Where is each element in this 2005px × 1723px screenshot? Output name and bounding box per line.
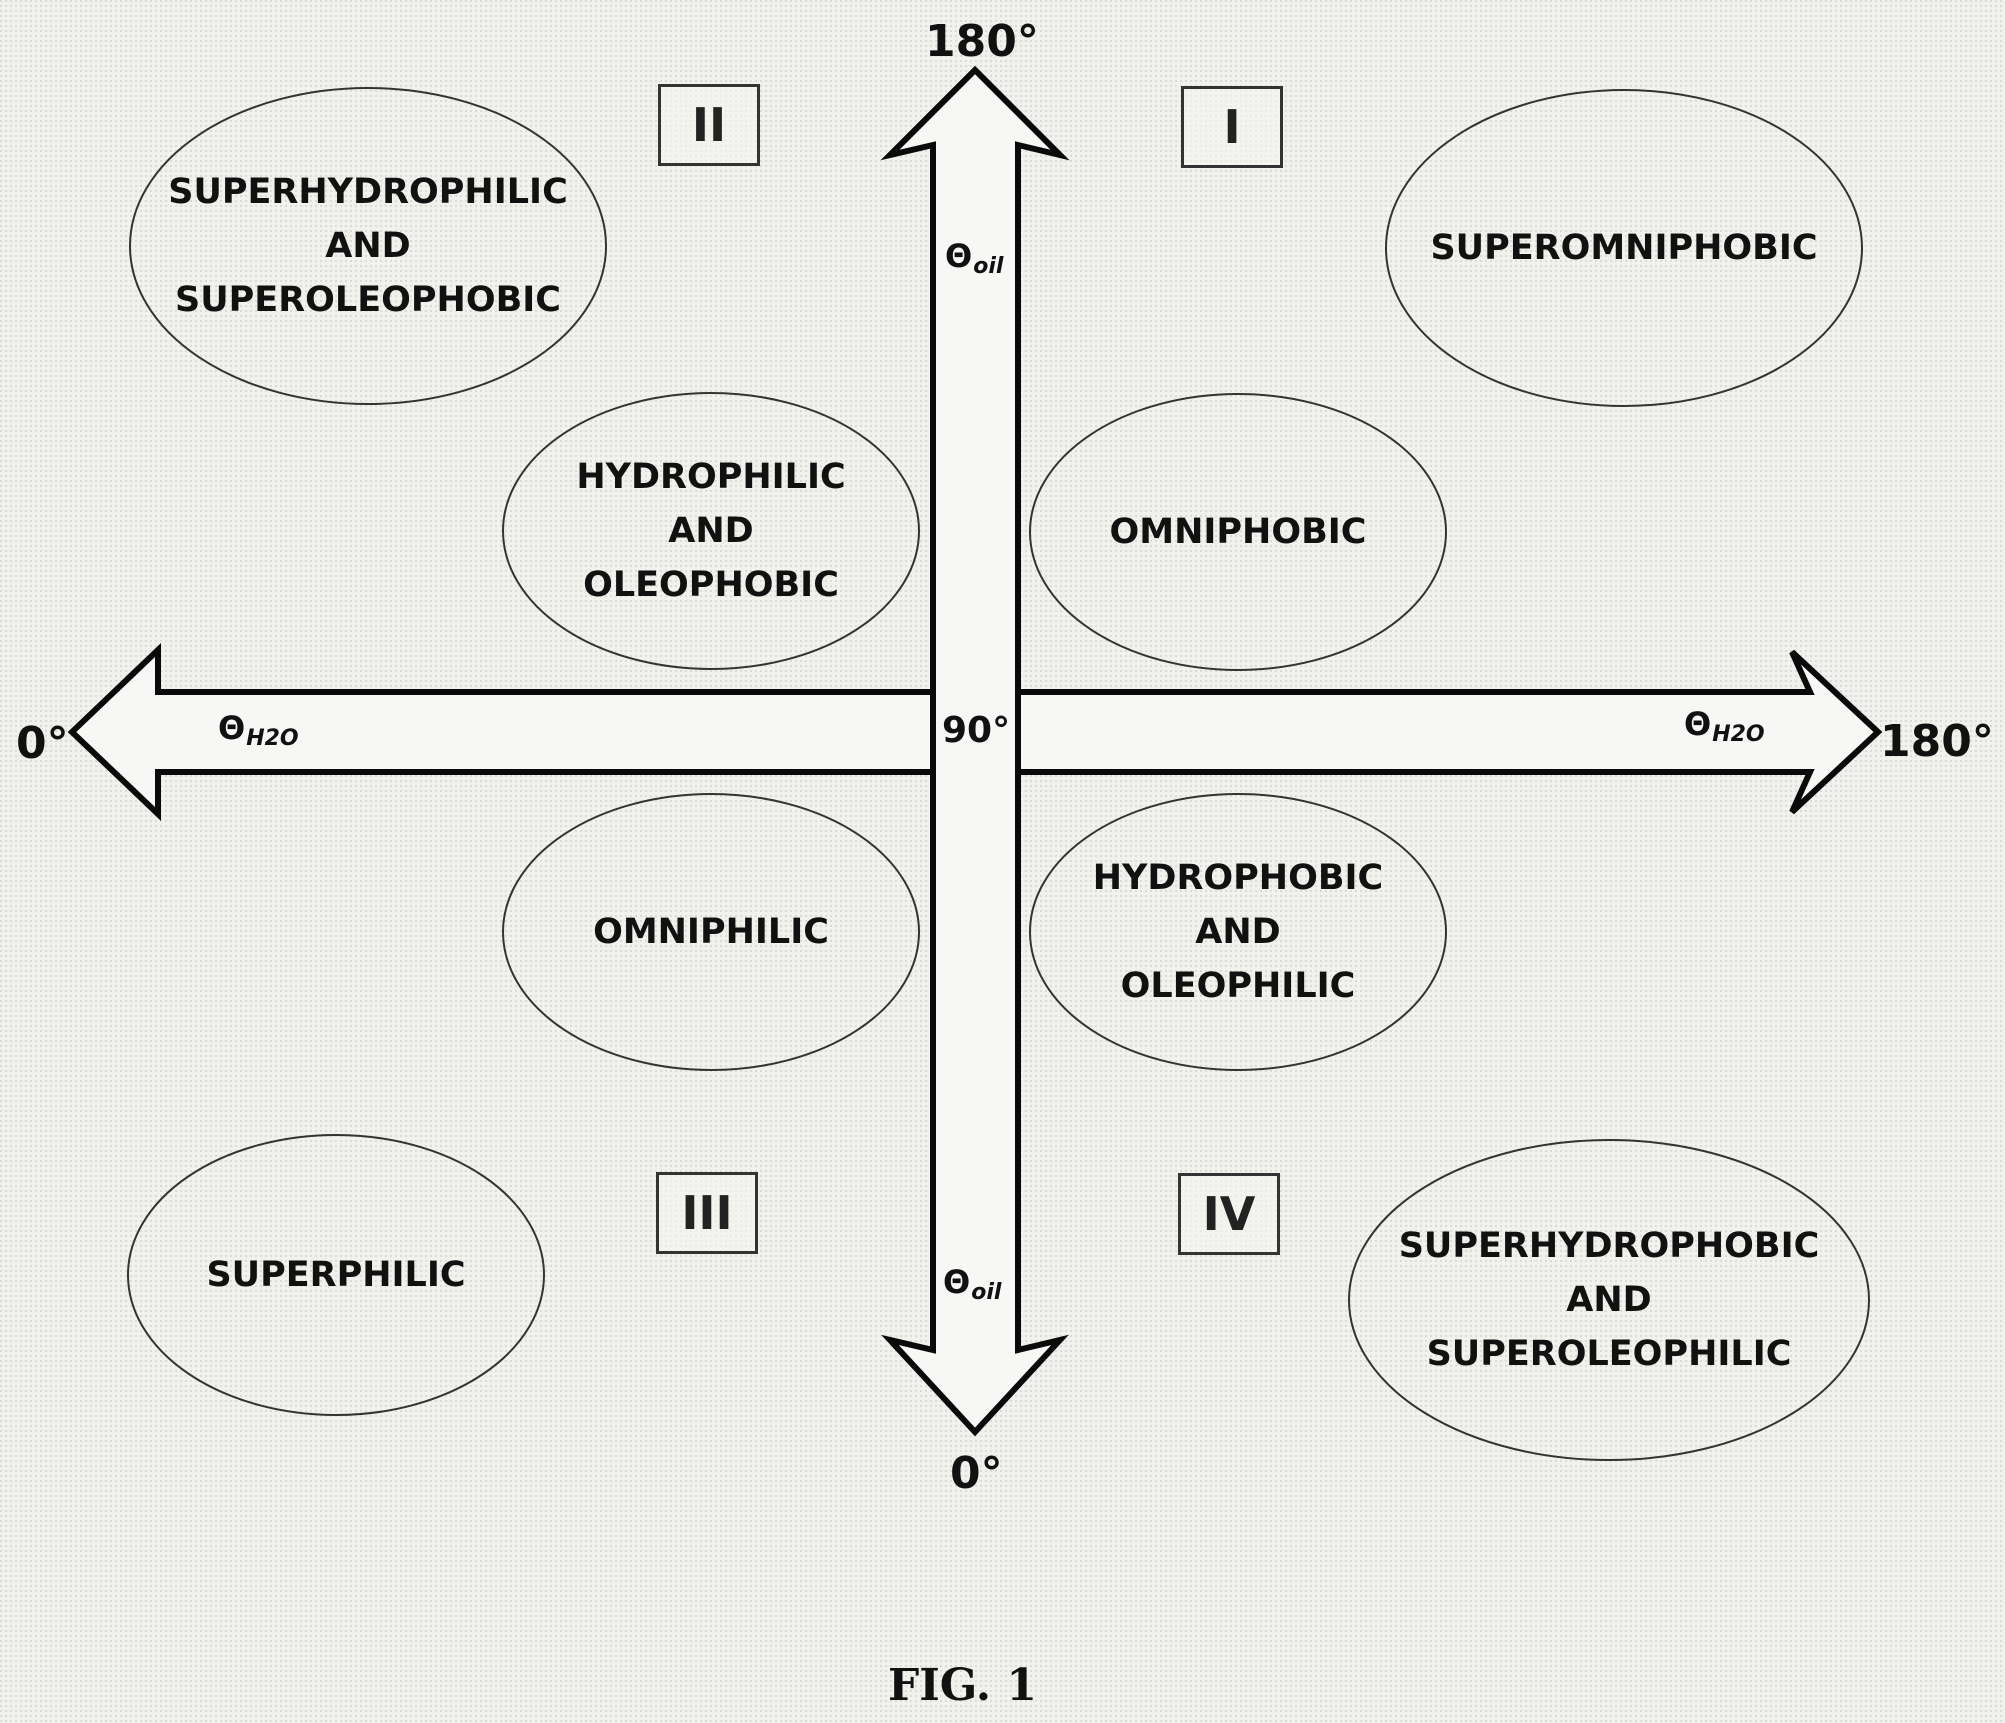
quadrant-label-ii: II bbox=[658, 84, 760, 166]
vertical-axis-top-label: 180° bbox=[925, 20, 1039, 64]
vertical-axis-bottom-label: 0° bbox=[950, 1452, 1003, 1496]
quadrant-label-iii: III bbox=[656, 1172, 758, 1254]
quadrant-label-i: I bbox=[1181, 86, 1283, 168]
region-omniphobic: OMNIPHOBIC bbox=[1110, 505, 1367, 559]
figure-caption: FIG. 1 bbox=[0, 1660, 1965, 1711]
region-superomniphobic: SUPEROMNIPHOBIC bbox=[1430, 221, 1817, 275]
horizontal-axis-left-label: 0° bbox=[16, 722, 69, 766]
horizontal-axis-variable-left: ΘH2O bbox=[218, 712, 299, 750]
region-hydrophobic-oleophilic: HYDROPHOBIC AND OLEOPHILIC bbox=[1093, 851, 1383, 1013]
region-superhydrophilic-superoleophobic: SUPERHYDROPHILIC AND SUPEROLEOPHOBIC bbox=[168, 165, 568, 327]
vertical-axis-variable-bottom: Θoil bbox=[943, 1266, 1001, 1304]
region-hydrophilic-oleophobic: HYDROPHILIC AND OLEOPHOBIC bbox=[576, 450, 845, 612]
region-superphilic: SUPERPHILIC bbox=[206, 1248, 465, 1302]
quadrant-label-iv: IV bbox=[1178, 1173, 1280, 1255]
region-omniphilic: OMNIPHILIC bbox=[593, 905, 829, 959]
horizontal-axis-variable-right: ΘH2O bbox=[1684, 708, 1765, 746]
region-superhydrophobic-superoleophilic: SUPERHYDROPHOBIC AND SUPEROLEOPHILIC bbox=[1399, 1219, 1820, 1381]
axis-center-label: 90° bbox=[942, 713, 1010, 749]
vertical-axis-variable-top: Θoil bbox=[945, 240, 1003, 278]
horizontal-axis-right-label: 180° bbox=[1880, 720, 1994, 764]
